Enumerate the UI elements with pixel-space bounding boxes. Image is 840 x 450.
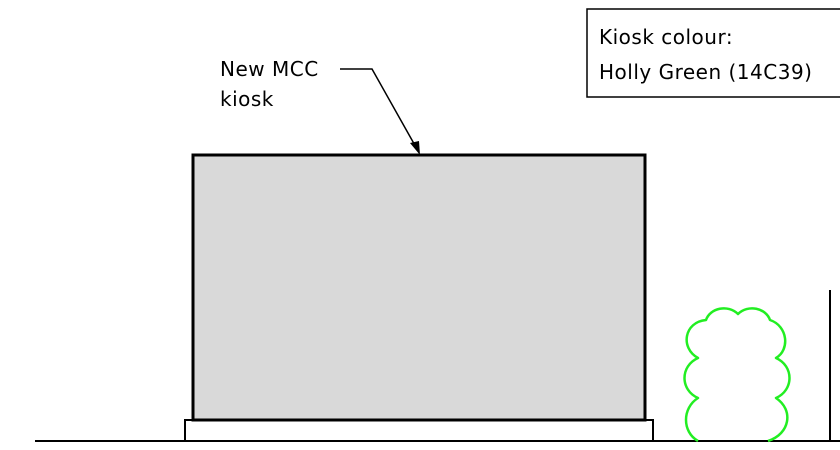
kiosk-plinth: [184, 419, 654, 442]
kiosk-leader-line: [340, 68, 418, 150]
kiosk-leader-arrowhead: [410, 141, 420, 155]
kiosk-callout-line2: kiosk: [220, 87, 274, 111]
shrub: [683, 307, 791, 443]
colour-note-line2: Holly Green (14C39): [599, 60, 812, 84]
kiosk-callout-line1: New MCC: [220, 57, 319, 81]
colour-note-line1: Kiosk colour:: [599, 25, 733, 49]
mcc-kiosk: [191, 153, 647, 422]
colour-note-box: [586, 8, 840, 98]
